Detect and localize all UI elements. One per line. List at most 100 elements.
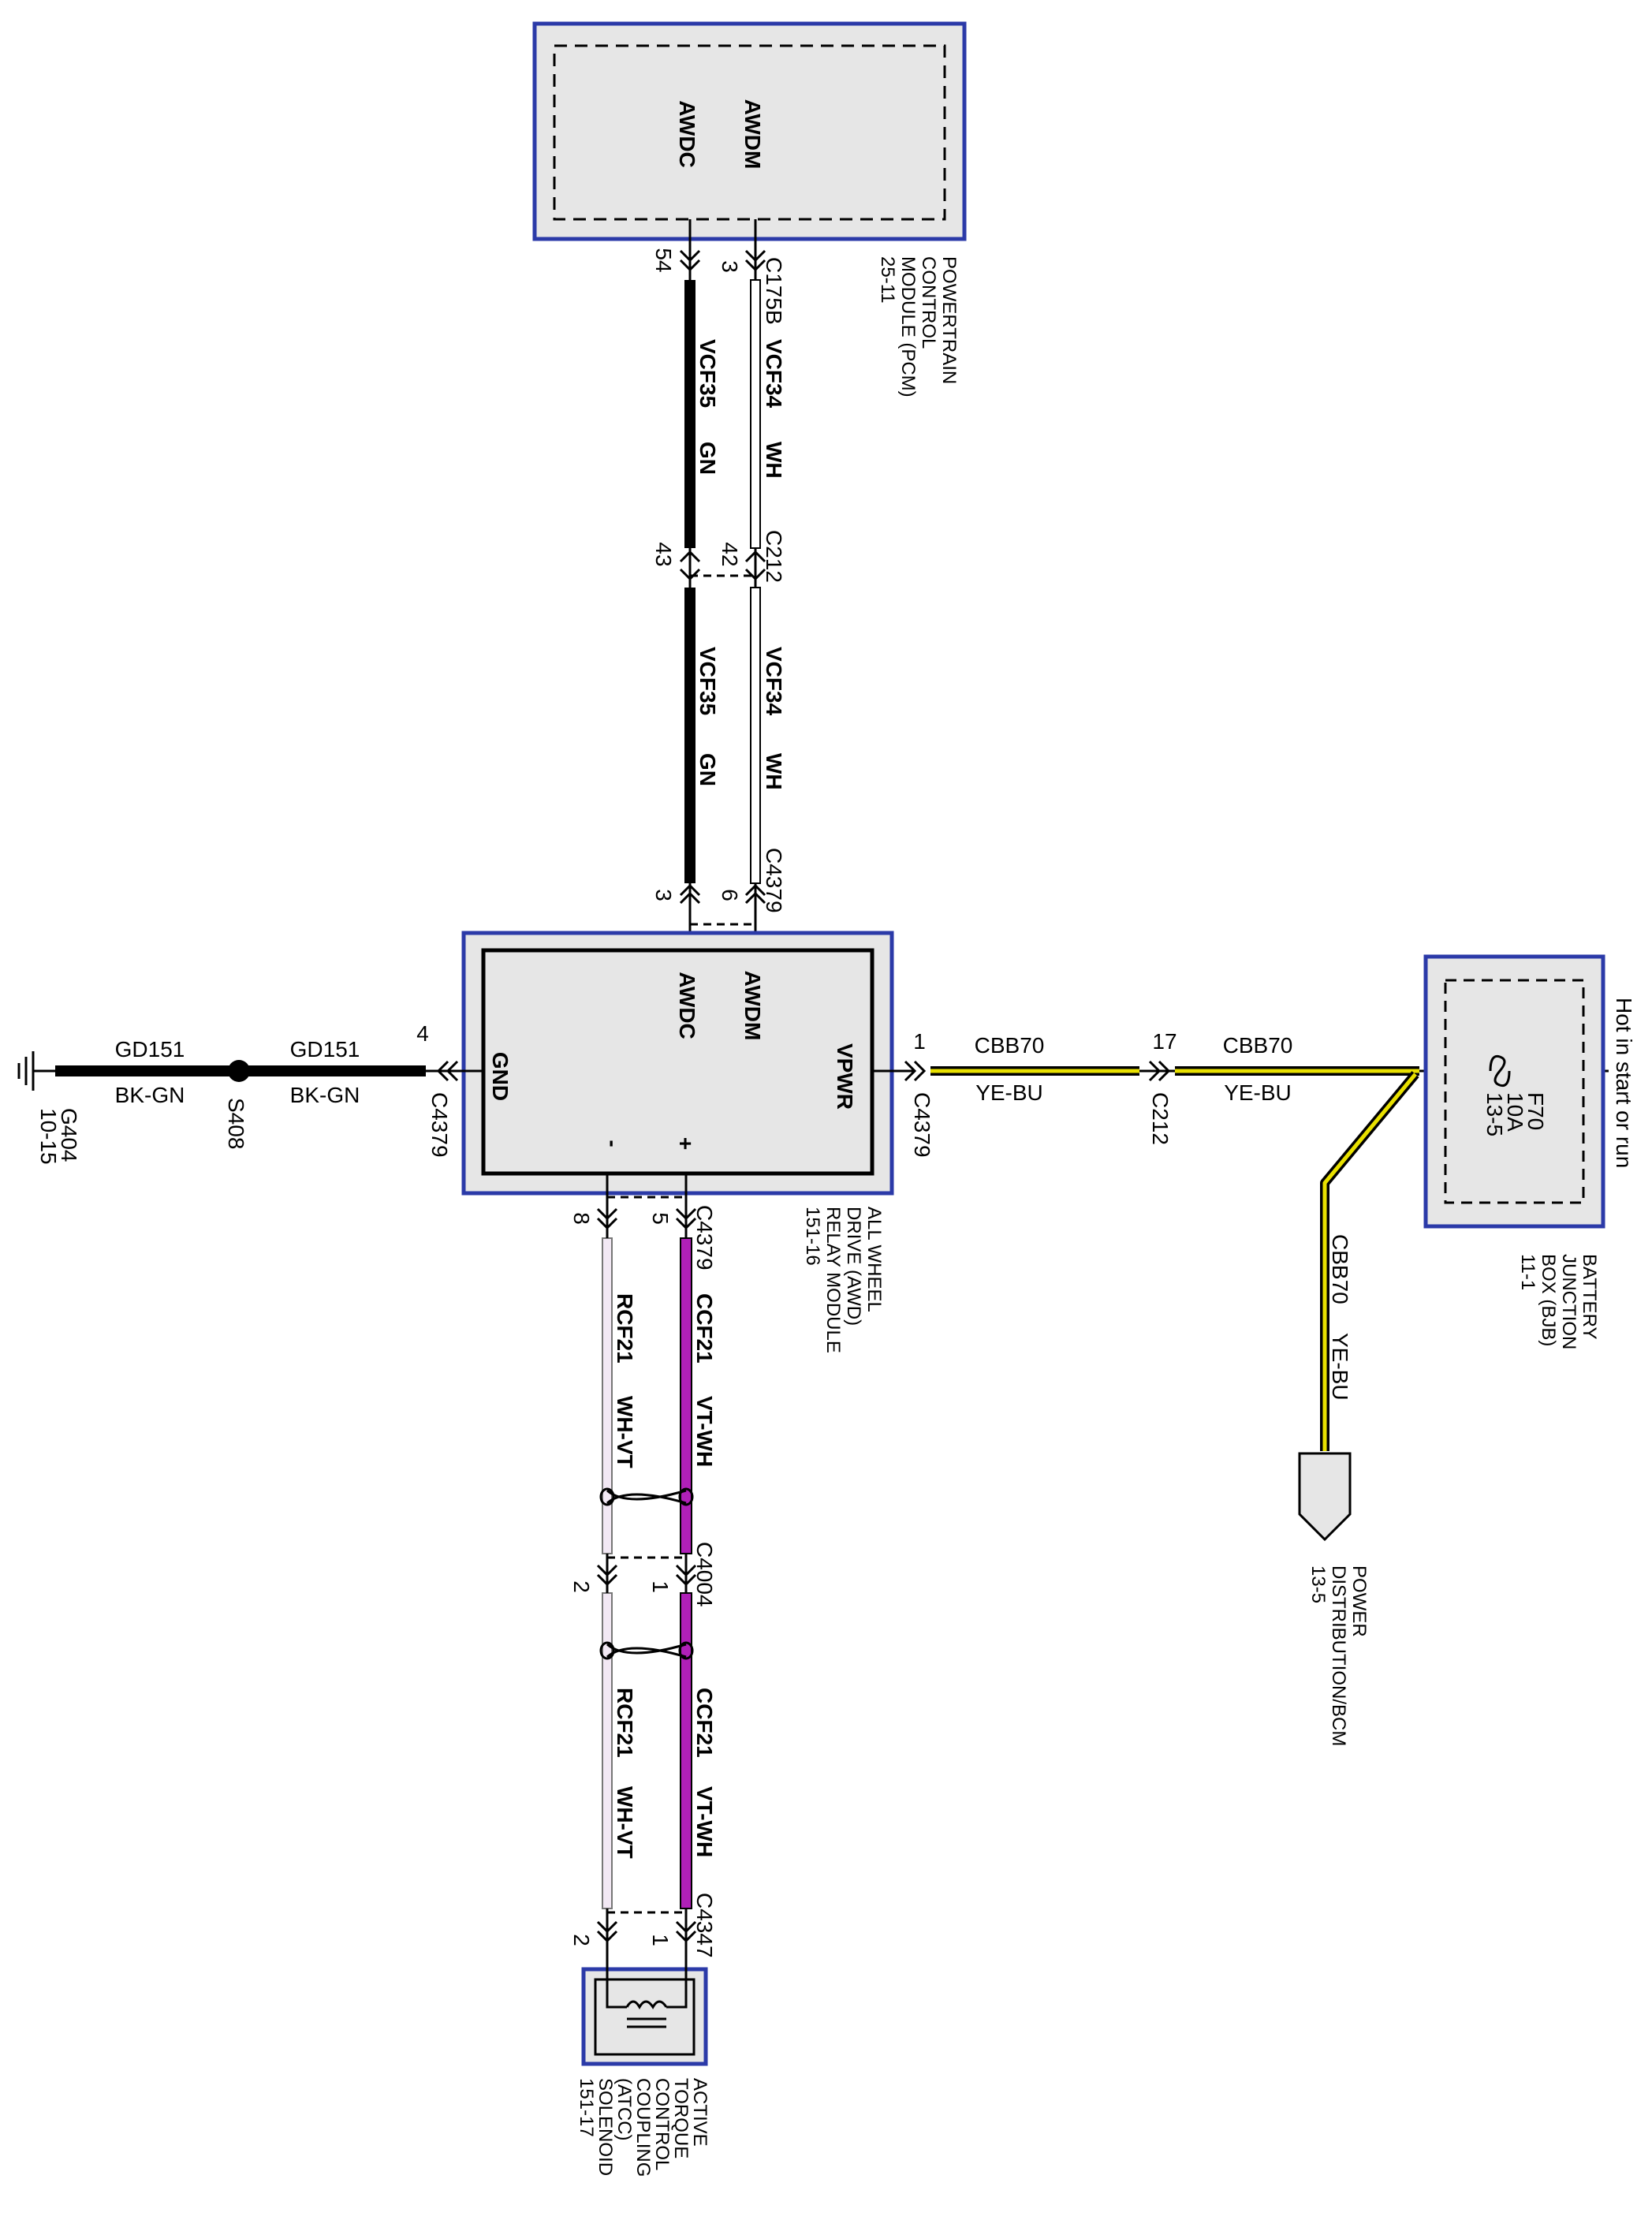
c4379-top-connector-label: C4379 (762, 848, 786, 913)
ccf21-circuit-label: CCF21 (692, 1293, 717, 1364)
vcf35-color-label: GN (695, 753, 720, 786)
awd-caption-line: DRIVE (AWD) (843, 1207, 864, 1326)
power-distribution-connector: POWER DISTRIBUTION/BCM 13-5 (1298, 1452, 1370, 1746)
twisted-pair-symbol (599, 1487, 694, 1506)
bjb-caption-line: BOX (BJB) (1538, 1254, 1559, 1346)
solenoid-coil-symbol (606, 1942, 688, 2028)
fuse-ref: 13-5 (1482, 1092, 1507, 1136)
atcc-caption-line: ACTIVE (689, 2078, 710, 2147)
awd-caption: ALL WHEEL DRIVE (AWD) RELAY MODULE 151-1… (802, 1207, 885, 1353)
vcf34-circuit-label: VCF34 (762, 647, 786, 716)
pcm-caption-line: 25-11 (877, 256, 898, 304)
c4347-pin-vt: 1 (648, 1934, 673, 1946)
vcf35-circuit-label: VCF35 (695, 339, 720, 408)
gd151-circuit-label: GD151 (290, 1037, 360, 1061)
cbb70-circuit-label: CBB70 (1328, 1234, 1352, 1304)
vcf34-circuit-label: VCF34 (762, 339, 786, 409)
s408-splice (228, 1060, 250, 1082)
c212-top-pin-awdm: 42 (718, 542, 742, 566)
rcf21-color-label: WH-VT (613, 1786, 637, 1859)
cbb70-color-label: YE-BU (1328, 1333, 1352, 1401)
gd151-color-label: BK-GN (290, 1083, 360, 1107)
ground-symbol (17, 1051, 57, 1091)
awd-caption-line: RELAY MODULE (822, 1207, 844, 1353)
rcf21-circuit-label: RCF21 (613, 1688, 637, 1758)
c212-right-pin: 17 (1152, 1029, 1177, 1054)
c212-top-pin-awdc: 43 (651, 542, 676, 566)
pcm-caption: POWERTRAIN CONTROL MODULE (PCM) 25-11 (877, 256, 960, 397)
awd-vpwr-pin-label: VPWR (833, 1043, 857, 1110)
c212-right-connector-label: C212 (1148, 1092, 1173, 1145)
c4379-top-connector-symbol (679, 883, 766, 926)
power-dist-caption-line: POWER (1348, 1565, 1370, 1637)
awd-awdc-pin-label: AWDC (675, 972, 699, 1039)
ccf21-circuit-label: CCF21 (692, 1688, 717, 1758)
vcf35-color-label: GN (695, 442, 720, 475)
twisted-pair-symbol (599, 1641, 694, 1660)
bjb-caption: BATTERY JUNCTION BOX (BJB) 11-1 (1517, 1254, 1600, 1349)
vcf34-color-label: WH (762, 753, 786, 790)
pcm-awdc-pin-label: AWDC (675, 100, 699, 168)
c212-top-connector-symbol (679, 548, 766, 588)
g404-ground-ref: 10-15 (36, 1108, 61, 1165)
c4379-top-pin-awdc: 3 (651, 889, 676, 901)
atcc-caption-line: TORQUE (670, 2078, 692, 2158)
c4379-bottom-connector-label: C4379 (692, 1205, 717, 1270)
ccf21-color-label: VT-WH (692, 1786, 717, 1857)
c4347-pin-wh: 2 (569, 1934, 594, 1946)
c4379-vpwr-pin: 1 (913, 1029, 926, 1054)
rcf21-circuit-label: RCF21 (613, 1293, 637, 1364)
pcm-caption-line: POWERTRAIN (938, 256, 960, 384)
awd-caption-line: ALL WHEEL (863, 1207, 885, 1312)
atcc-caption-line: SOLENOID (595, 2078, 616, 2176)
awd-relay-module: AWDC AWDM GND VPWR - + ALL WHEEL DRIVE (… (461, 931, 894, 1353)
bjb-caption-line: BATTERY (1579, 1254, 1600, 1339)
c4379-vpwr-connector-symbol (904, 1060, 927, 1082)
vcf34-color-label: WH (762, 442, 786, 479)
c4004-pin-vt: 1 (648, 1580, 673, 1593)
pcm-caption-line: CONTROL (918, 256, 939, 349)
awd-minus-pin-label: - (601, 1140, 625, 1147)
cbb70-circuit-label: CBB70 (1223, 1033, 1293, 1058)
c4379-bottom-connector-symbol (596, 1196, 697, 1238)
c4379-vpwr-connector-label: C4379 (910, 1092, 934, 1158)
gd151-color-label: BK-GN (115, 1083, 185, 1107)
gd151-circuit-label: GD151 (115, 1037, 185, 1061)
vcf35-circuit-label: VCF35 (695, 647, 720, 715)
c4379-bottom-pin-plus: 5 (648, 1212, 673, 1225)
c175b-pin-awdm: 3 (718, 260, 742, 273)
c4347-connector-symbol (596, 1908, 697, 1943)
bjb-caption-line: JUNCTION (1558, 1254, 1579, 1349)
atcc-solenoid-module: ACTIVE TORQUE CONTROL COUPLING (ATCC) SO… (576, 1942, 710, 2177)
atcc-caption-line: COUPLING (632, 2078, 654, 2177)
pcm-module: AWDC AWDM POWERTRAIN CONTROL MODULE (PCM… (532, 21, 967, 397)
bjb-module: F70 10A 13-5 BATTERY JUNCTION BOX (BJB) … (1423, 954, 1605, 1349)
pcm-awdm-pin-label: AWDM (740, 99, 765, 170)
power-dist-caption: POWER DISTRIBUTION/BCM 13-5 (1307, 1565, 1370, 1746)
c175b-connector-label: C175B (762, 257, 786, 325)
c4379-top-pin-awdm: 6 (718, 889, 742, 901)
cbb70-color-label: YE-BU (975, 1080, 1043, 1105)
g404-ground-label: G404 (57, 1108, 81, 1162)
fuse-symbol (1489, 1054, 1511, 1088)
hot-in-start-or-run-label: Hot in start or run (1612, 998, 1636, 1168)
rcf21-color-label: WH-VT (613, 1396, 637, 1468)
cbb70-color-label: YE-BU (1224, 1080, 1292, 1105)
c4379-gnd-pin: 4 (416, 1021, 429, 1046)
c4379-gnd-connector-symbol (436, 1060, 459, 1082)
atcc-caption-line: (ATCC) (613, 2078, 635, 2141)
atcc-caption-line: 151-17 (576, 2078, 597, 2137)
awd-caption-line: 151-16 (802, 1207, 823, 1266)
c4379-gnd-connector-label: C4379 (427, 1092, 452, 1158)
c4004-connector-label: C4004 (692, 1542, 717, 1607)
power-dist-caption-line: 13-5 (1307, 1565, 1329, 1603)
awd-awdm-pin-label: AWDM (740, 971, 765, 1041)
power-dist-caption-line: DISTRIBUTION/BCM (1328, 1565, 1349, 1746)
c4004-connector-symbol (596, 1554, 697, 1593)
atcc-caption-line: CONTROL (651, 2078, 673, 2170)
c175b-pin-awdc: 54 (651, 248, 676, 272)
c212-right-connector-symbol (1139, 1060, 1175, 1082)
cbb70-circuit-label: CBB70 (975, 1033, 1045, 1058)
c4347-connector-label: C4347 (692, 1893, 717, 1958)
